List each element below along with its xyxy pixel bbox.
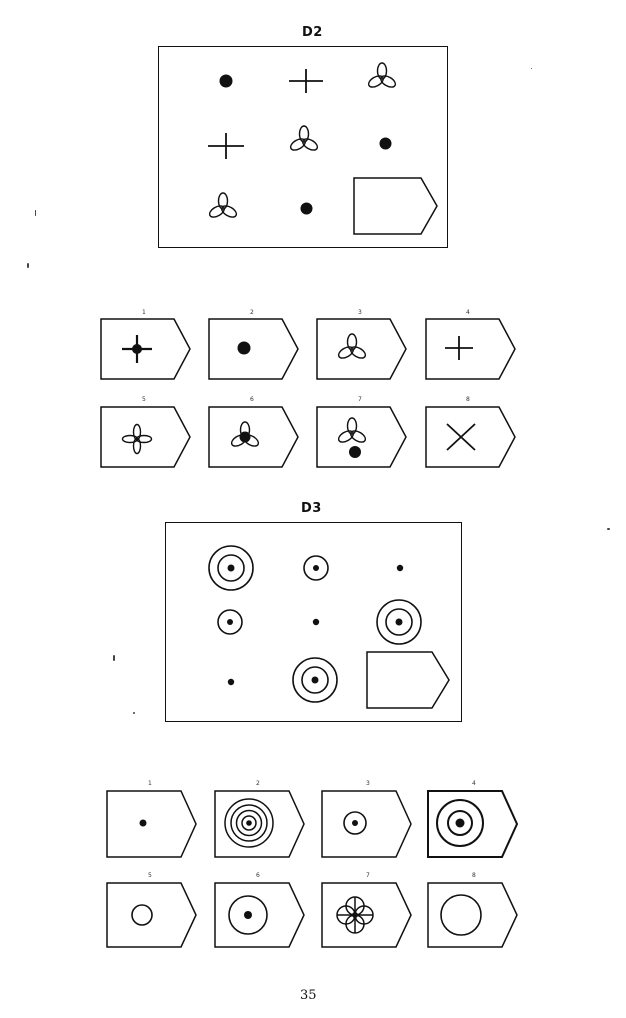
d3-option-6[interactable] [214, 882, 306, 948]
option-number: 5 [148, 872, 152, 879]
d2-option-1[interactable] [100, 318, 192, 380]
option-number: 2 [256, 780, 260, 787]
option-number: 8 [472, 872, 476, 879]
trefoil-icon [287, 124, 321, 158]
double-ring-target-icon [206, 543, 256, 593]
blank-answer-tag[interactable] [366, 651, 452, 709]
d3-option-2[interactable] [214, 790, 306, 858]
d2-option-4[interactable] [425, 318, 517, 380]
option-number: 7 [366, 872, 370, 879]
scan-speck [133, 712, 135, 714]
scan-speck [35, 210, 36, 216]
double-ring-target-icon [374, 597, 424, 647]
option-number: 4 [466, 309, 470, 316]
d2-option-7[interactable] [316, 406, 408, 468]
dot-icon [379, 137, 392, 150]
cross-icon [289, 69, 323, 93]
blank-answer-tag[interactable] [353, 177, 439, 235]
dot-icon [300, 202, 313, 215]
trefoil-icon [206, 191, 240, 225]
option-number: 6 [250, 396, 254, 403]
d2-option-2[interactable] [208, 318, 300, 380]
d3-title: D3 [301, 501, 322, 516]
option-number: 6 [256, 872, 260, 879]
scan-speck [607, 528, 610, 530]
d3-option-1[interactable] [106, 790, 198, 858]
option-number: 4 [472, 780, 476, 787]
d2-matrix [158, 46, 448, 248]
option-number: 5 [142, 396, 146, 403]
d3-matrix [165, 522, 462, 722]
dot-icon [312, 618, 320, 626]
single-ring-target-icon [302, 554, 330, 582]
d2-option-5[interactable] [100, 406, 192, 468]
option-number: 1 [148, 780, 152, 787]
d2-option-6[interactable] [208, 406, 300, 468]
d3-option-3[interactable] [321, 790, 413, 858]
dot-icon [219, 74, 233, 88]
d2-option-8[interactable] [425, 406, 517, 468]
single-ring-target-icon [216, 608, 244, 636]
double-ring-target-icon [290, 655, 340, 705]
option-number: 3 [366, 780, 370, 787]
d2-option-3[interactable] [316, 318, 408, 380]
option-number: 7 [358, 396, 362, 403]
page-number: 35 [300, 988, 317, 1003]
dot-icon [396, 564, 404, 572]
option-number: 2 [250, 309, 254, 316]
scan-speck [27, 263, 29, 268]
trefoil-icon [365, 61, 399, 95]
d2-title: D2 [302, 25, 323, 40]
option-number: 8 [466, 396, 470, 403]
cross-icon [208, 133, 244, 159]
d3-option-7[interactable] [321, 882, 413, 948]
d3-option-5[interactable] [106, 882, 198, 948]
d3-option-8[interactable] [427, 882, 519, 948]
option-number: 3 [358, 309, 362, 316]
scan-speck [531, 68, 532, 69]
d3-option-4[interactable] [427, 790, 519, 858]
scan-speck [113, 655, 115, 661]
dot-icon [227, 678, 235, 686]
option-number: 1 [142, 309, 146, 316]
